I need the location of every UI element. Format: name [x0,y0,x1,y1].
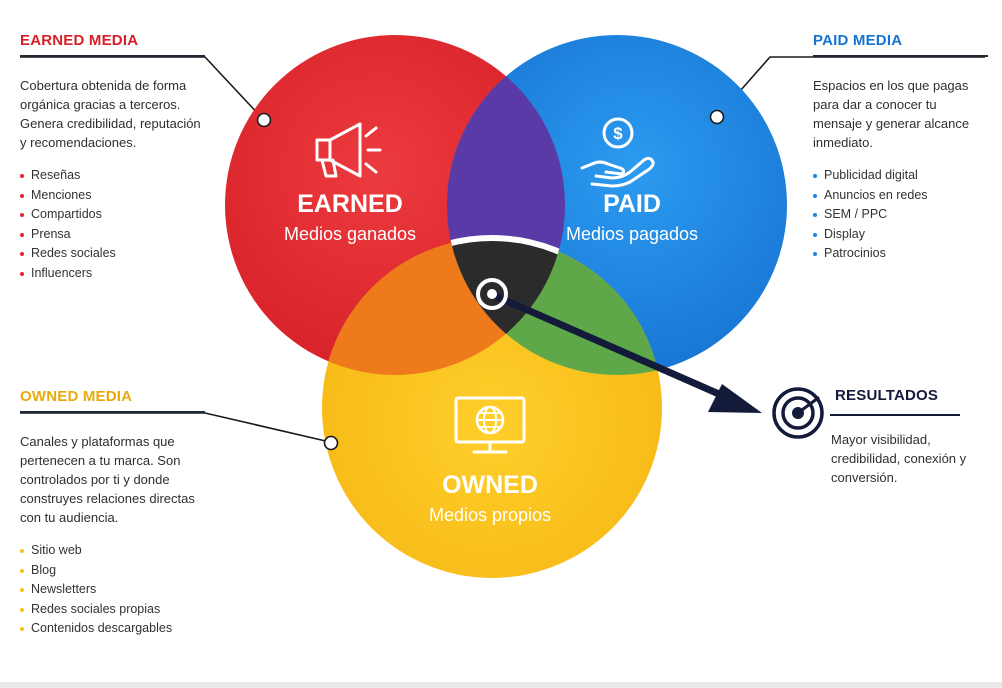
bullet-dot [20,232,24,237]
results-title: RESULTADOS [835,387,939,404]
overlap-center [447,235,565,375]
list-item: Contenidos descargables [20,619,205,639]
list-item: Prensa [20,225,205,245]
bullet-dot [813,193,817,198]
bullet-dot [813,232,817,237]
list-item: Compartidos [20,205,205,225]
list-item-label: Contenidos descargables [31,621,173,635]
list-item-label: Publicidad digital [824,168,918,182]
list-item-label: Patrocinios [824,246,886,260]
list-item-label: Influencers [31,265,93,280]
overlap-paid-owned [447,238,662,375]
owned-media-title: OWNED MEDIA [20,388,133,405]
list-item-label: Sitio web [31,543,82,557]
results-description: Mayor visibilidad, credibilidad, conexió… [831,432,967,485]
owned-circle-subtitle: Medios propios [429,505,551,525]
monitor-globe-icon [454,396,526,454]
list-item: Newsletters [20,580,205,600]
list-item-label: Anuncios en redes [824,187,928,202]
results-rule [830,414,960,416]
owned-media-description: Canales y plataformas que pertenecen a t… [20,434,195,525]
earned-circle-title: EARNED [297,190,403,218]
result-arrow-line [494,293,732,402]
bottom-bar [0,682,1002,688]
earned-anchor-dot [256,112,272,128]
list-item: Blog [20,561,205,581]
list-item-label: Reseñas [31,168,81,182]
list-item: SEM / PPC [813,205,988,225]
target-icon [772,387,824,439]
paid-anchor-dot [709,109,725,125]
bullet-dot [20,174,24,178]
list-item: Influencers [20,264,205,284]
earned-media-description: Cobertura obtenida de forma orgánica gra… [20,78,201,150]
bullet-dot [813,213,817,217]
bullet-dot [20,213,24,217]
bullet-dot [20,568,24,573]
result-arrowhead [708,384,762,413]
list-item: Anuncios en redes [813,186,988,206]
title-rule [20,411,205,413]
list-item-label: Display [824,226,865,241]
bullet-dot [813,252,817,256]
bullet-dot [20,252,24,256]
list-item: Patrocinios [813,244,988,264]
list-item-label: Menciones [31,187,92,202]
paid-media-description: Espacios en los que pagas para dar a con… [813,78,970,150]
earned-media-title: EARNED MEDIA [20,32,139,49]
results-panel: RESULTADOS [835,387,995,404]
paid-media-panel: PAID MEDIA Espacios en los que pagas par… [813,32,988,264]
overlap-earned-owned [322,238,565,375]
list-item: Redes sociales propias [20,600,205,620]
bullet-dot [20,627,24,631]
bullet-dot [20,588,24,592]
bullet-dot [20,271,24,276]
list-item-label: SEM / PPC [824,207,888,221]
owned-circle-title: OWNED [442,471,538,499]
owned-media-panel: OWNED MEDIA Canales y plataformas que pe… [20,388,205,639]
earned-media-panel: EARNED MEDIA Cobertura obtenida de forma… [20,32,205,283]
list-item-label: Compartidos [31,207,102,221]
earned-circle-subtitle: Medios ganados [284,224,416,244]
money-hand-icon: $ [580,117,655,188]
list-item-label: Redes sociales propias [31,601,161,616]
bullet-dot [813,174,817,178]
earned-leader-line [20,56,263,119]
megaphone-icon [315,122,382,178]
list-item-label: Blog [31,562,57,577]
center-target-icon [476,278,508,310]
paid-circle-title: PAID [603,190,661,218]
list-item-label: Redes sociales [31,246,116,260]
bullet-dot [20,607,24,612]
bullet-dot [20,193,24,198]
list-item: Display [813,225,988,245]
paid-circle-subtitle: Medios pagados [566,224,698,244]
list-item-label: Prensa [31,226,71,241]
list-item: Publicidad digital [813,166,988,186]
bullet-dot [20,549,24,553]
title-rule [813,55,988,57]
list-item: Menciones [20,186,205,206]
owned-leader-line [20,412,331,443]
paid-media-title: PAID MEDIA [813,32,903,49]
title-rule [20,55,205,57]
list-item: Reseñas [20,166,205,186]
list-item-label: Newsletters [31,582,97,596]
owned-anchor-dot [323,435,339,451]
list-item: Redes sociales [20,244,205,264]
svg-text:$: $ [613,124,623,143]
list-item: Sitio web [20,541,205,561]
